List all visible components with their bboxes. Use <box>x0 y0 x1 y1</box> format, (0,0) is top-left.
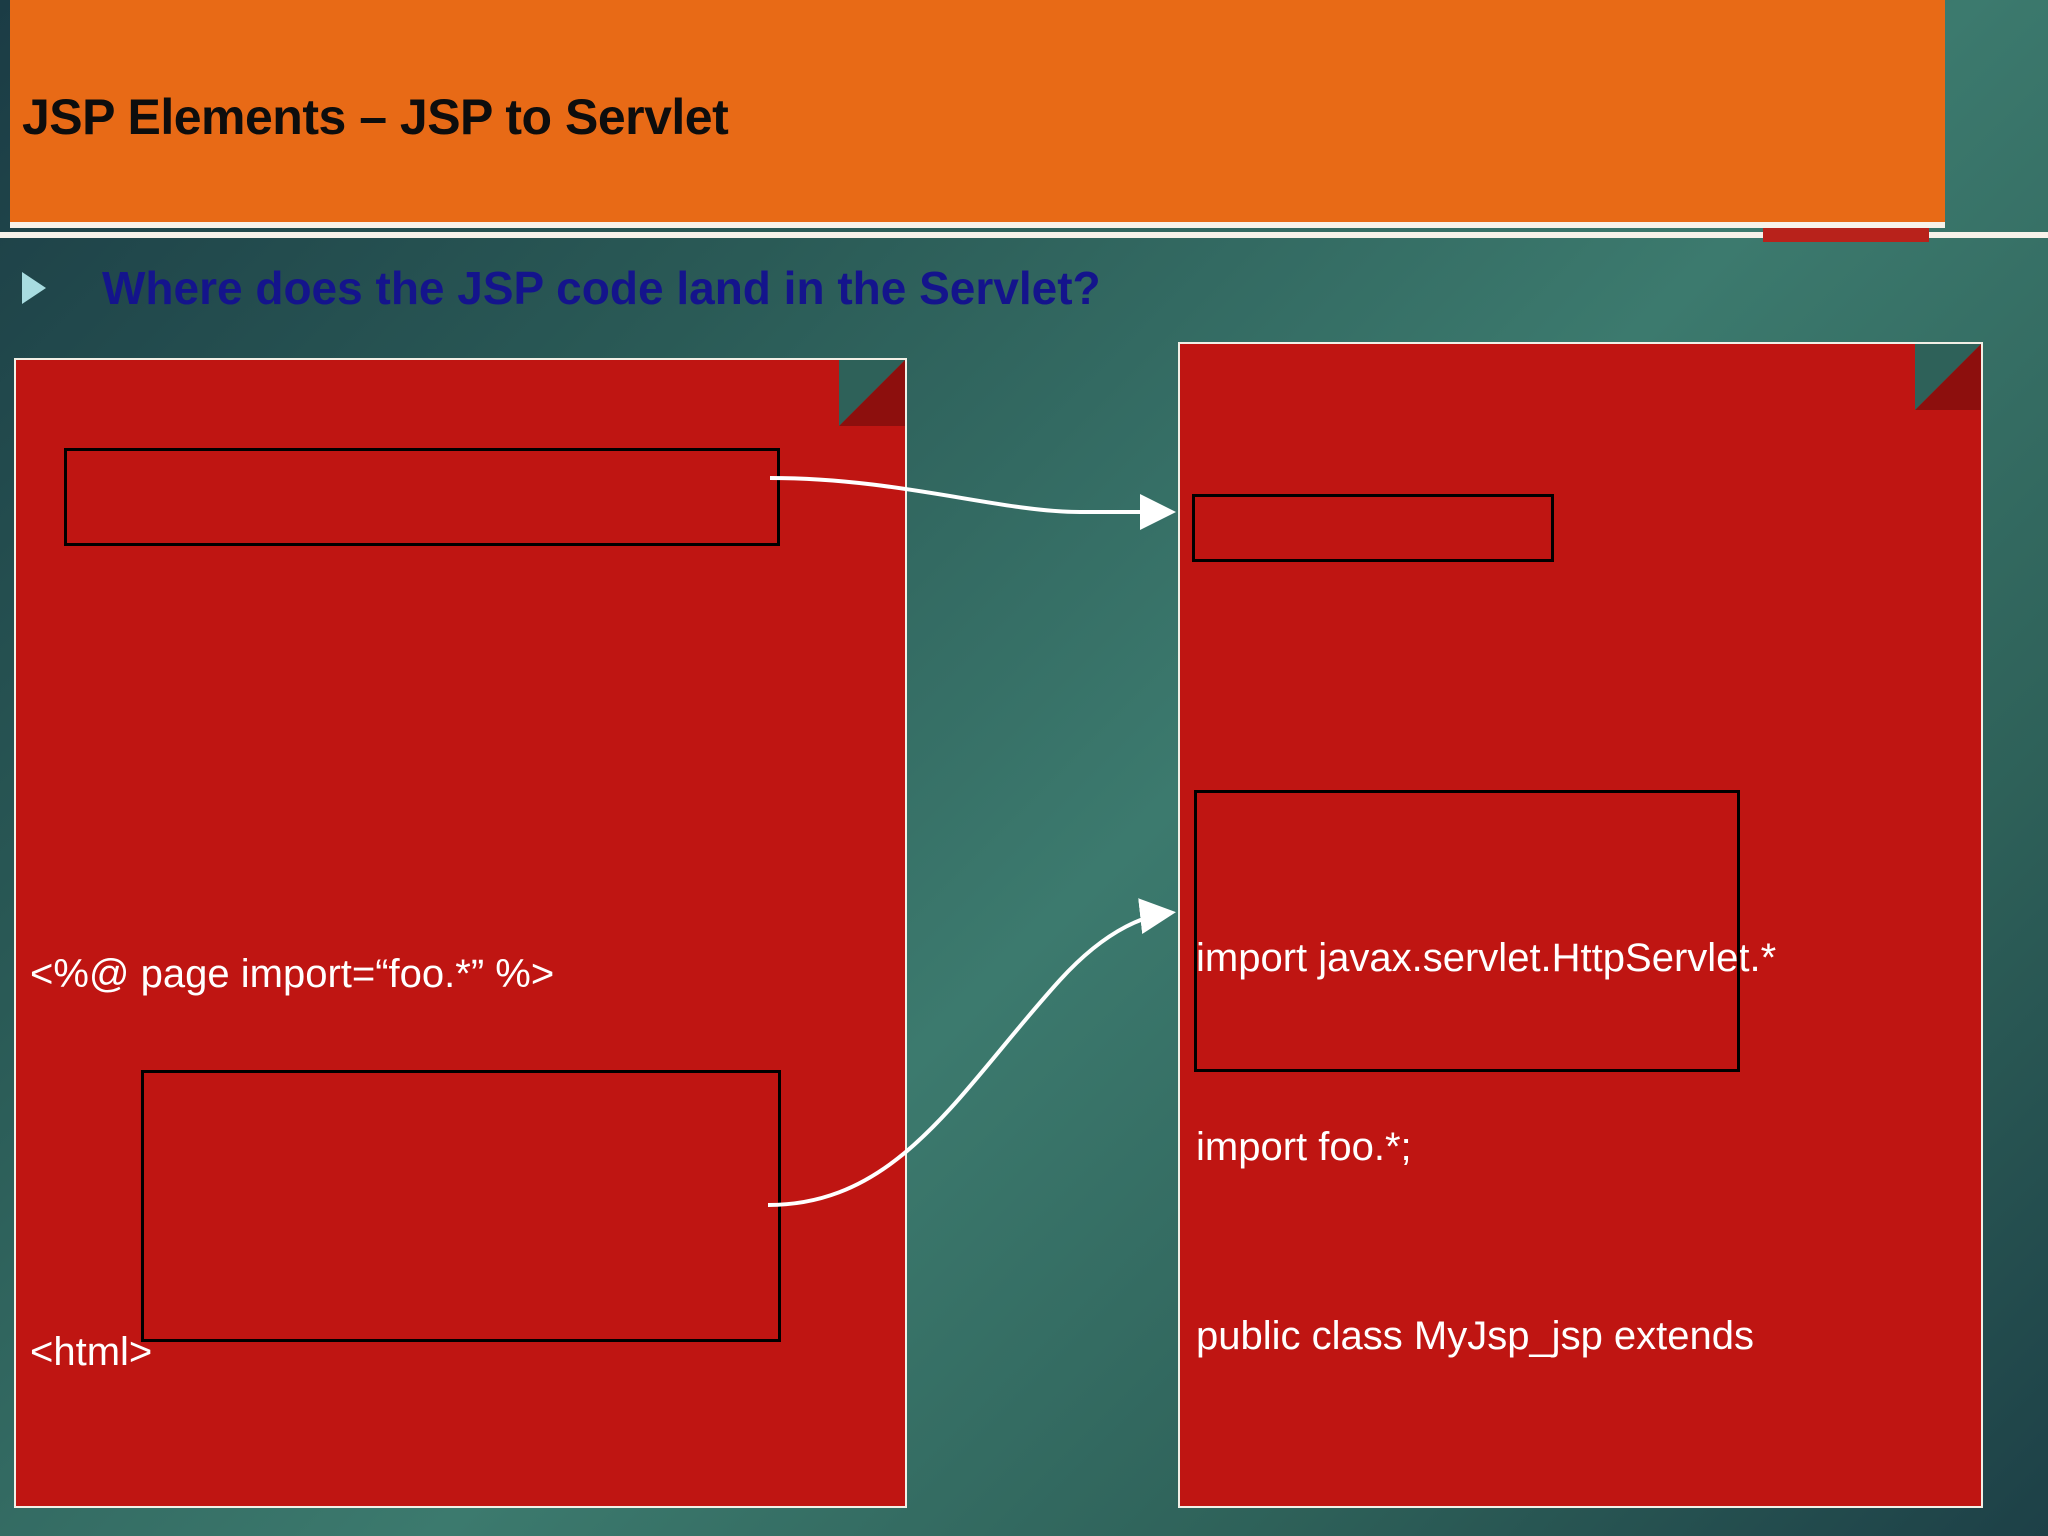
bullet-heading-row: Where does the JSP code land in the Serv… <box>22 258 1101 318</box>
code-line: import foo.*; <box>1196 1125 1412 1169</box>
highlight-rect-class-declaration <box>1192 494 1554 562</box>
servlet-code-lines: import javax.servlet.HttpServlet.* impor… <box>1180 785 1981 1506</box>
code-line: <html> <box>30 1330 153 1374</box>
code-line: <%@ page import=“foo.*” %> <box>30 952 555 996</box>
code-line: public class MyJsp_jsp extends <box>1196 1314 1755 1358</box>
bullet-heading-text: Where does the JSP code land in the Serv… <box>102 262 1101 314</box>
jsp-source-code-box: <%@ page import=“foo.*” %> <html> <body>… <box>14 358 907 1508</box>
servlet-code-box: import javax.servlet.HttpServlet.* impor… <box>1178 342 1983 1508</box>
title-bar: JSP Elements – JSP to Servlet <box>10 0 1945 228</box>
code-line: import javax.servlet.HttpServlet.* <box>1196 936 1777 980</box>
stray-red-mark <box>1763 228 1929 242</box>
jsp-source-lines: <%@ page import=“foo.*” %> <html> <body>… <box>16 801 905 1506</box>
page-title: JSP Elements – JSP to Servlet <box>22 89 729 145</box>
code-line <box>30 1132 905 1195</box>
title-divider <box>0 232 2048 238</box>
page-fold-corner-icon <box>1915 344 1981 410</box>
page-fold-corner-icon <box>839 360 905 426</box>
highlight-rect-page-directive <box>64 448 780 546</box>
bullet-triangle-icon <box>22 272 46 304</box>
code-line: HttpServlet <box>1196 1494 1981 1506</box>
